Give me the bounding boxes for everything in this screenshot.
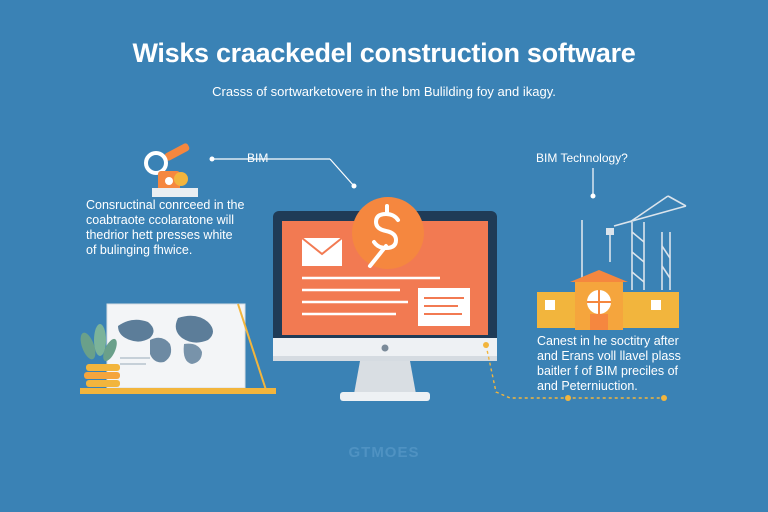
dollar-icon xyxy=(352,197,424,269)
crane-icon xyxy=(581,195,687,290)
building xyxy=(537,270,679,330)
screen-text-lines xyxy=(302,276,470,326)
wrench-icon xyxy=(144,143,198,197)
footer-text: GTMOES xyxy=(348,444,420,461)
mail-icon xyxy=(301,237,343,266)
label-bim: BIM xyxy=(247,151,269,165)
plant xyxy=(80,324,117,362)
connector-bim xyxy=(209,156,357,189)
right-paragraph: Canest in he soctitry after and Erans vo… xyxy=(537,334,681,393)
page-title: Wisks craackedel construction software xyxy=(132,38,636,68)
label-bim-technology: BIM Technology? xyxy=(536,151,628,165)
connector-bim-technology xyxy=(590,168,596,199)
coin-stack xyxy=(84,364,120,387)
connector-right xyxy=(483,342,667,401)
page-subtitle: Crasss of sortwarketovere in the bm Buli… xyxy=(212,84,556,99)
whiteboard xyxy=(80,303,276,394)
left-paragraph: Consructinal conrceed in the coabtraote … xyxy=(86,198,245,257)
